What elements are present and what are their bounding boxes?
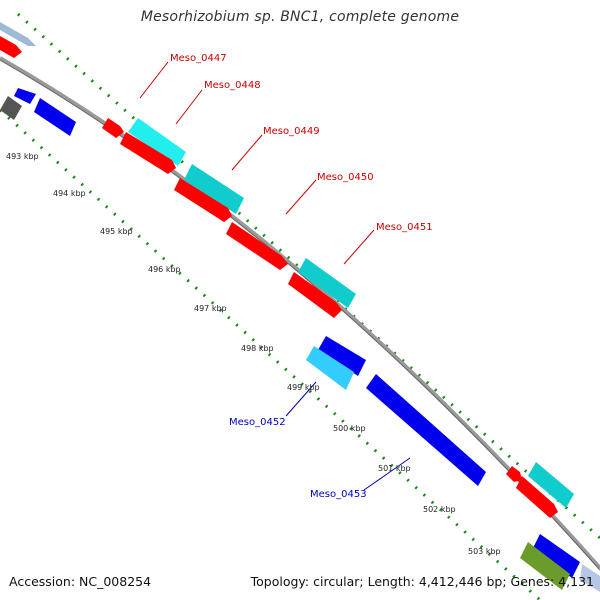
feature-gene-small-2 — [506, 466, 522, 482]
feature-gene-rev-right — [532, 534, 580, 578]
feature-gene-small-1 — [102, 118, 124, 138]
gene-label-meso-0447[interactable]: Meso_0447 — [170, 53, 227, 64]
gene-label-meso-0448[interactable]: Meso_0448 — [204, 80, 261, 91]
feature-gene-right — [516, 476, 558, 518]
kbp-tick-label: 496 kbp — [148, 265, 181, 274]
leader-meso-0449 — [231, 134, 263, 171]
gene-label-meso-0449[interactable]: Meso_0449 — [263, 126, 320, 137]
kbp-tick-label: 493 kbp — [6, 152, 39, 161]
feature-cds-meso-0449 — [184, 164, 244, 214]
kbp-tick-label: 495 kbp — [100, 227, 133, 236]
feature-gene-meso-0449 — [174, 178, 232, 222]
genome-summary-text: Topology: circular; Length: 4,412,446 bp… — [250, 574, 594, 589]
feature-other-left — [0, 96, 22, 120]
feature-gene-top-left — [0, 36, 22, 58]
feature-other-right — [520, 542, 570, 590]
kbp-tick-label: 500 kbp — [333, 424, 366, 433]
leader-meso-0451 — [343, 229, 375, 265]
gene-label-meso-0450[interactable]: Meso_0450 — [317, 172, 374, 183]
gene-label-meso-0452[interactable]: Meso_0452 — [229, 417, 286, 428]
genome-title: Mesorhizobium sp. BNC1, complete genome — [140, 9, 460, 25]
feature-gene-meso-0450 — [226, 222, 288, 270]
inner-tick-row — [0, 108, 542, 600]
feature-gene-rev-small — [14, 88, 36, 104]
feature-cds-meso-0452 — [306, 346, 354, 390]
feature-cds-bottom-right — [580, 564, 600, 592]
gene-label-meso-0453[interactable]: Meso_0453 — [310, 489, 367, 500]
feature-gene-meso-0448 — [120, 132, 176, 174]
gene-label-meso-0451[interactable]: Meso_0451 — [376, 222, 433, 233]
feature-gene-rev-left — [34, 98, 76, 136]
kbp-tick-label: 501 kbp — [378, 464, 411, 473]
kbp-tick-label: 497 kbp — [194, 304, 227, 313]
feature-cds-right — [528, 462, 574, 508]
feature-cds-top-left — [0, 22, 36, 46]
kbp-tick-label: 498 kbp — [241, 344, 274, 353]
kbp-tick-label: 499 kbp — [287, 383, 320, 392]
feature-cds-meso-0447 — [128, 118, 186, 166]
leader-meso-0453 — [363, 457, 411, 491]
feature-gene-meso-0453 — [366, 374, 486, 486]
kbp-tick-label: 502 kbp — [423, 505, 456, 514]
feature-gene-meso-0451 — [288, 272, 342, 318]
feature-gene-meso-0452-a — [318, 336, 366, 376]
accession-text: Accession: NC_008254 — [9, 574, 152, 589]
leader-meso-0450 — [285, 179, 317, 215]
kbp-tick-label: 503 kbp — [468, 547, 501, 556]
leader-meso-0447 — [139, 61, 169, 99]
leader-meso-0448 — [175, 89, 203, 125]
leader-meso-0452 — [285, 381, 317, 417]
feature-cds-meso-0451 — [298, 258, 356, 308]
kbp-tick-label: 494 kbp — [53, 189, 86, 198]
